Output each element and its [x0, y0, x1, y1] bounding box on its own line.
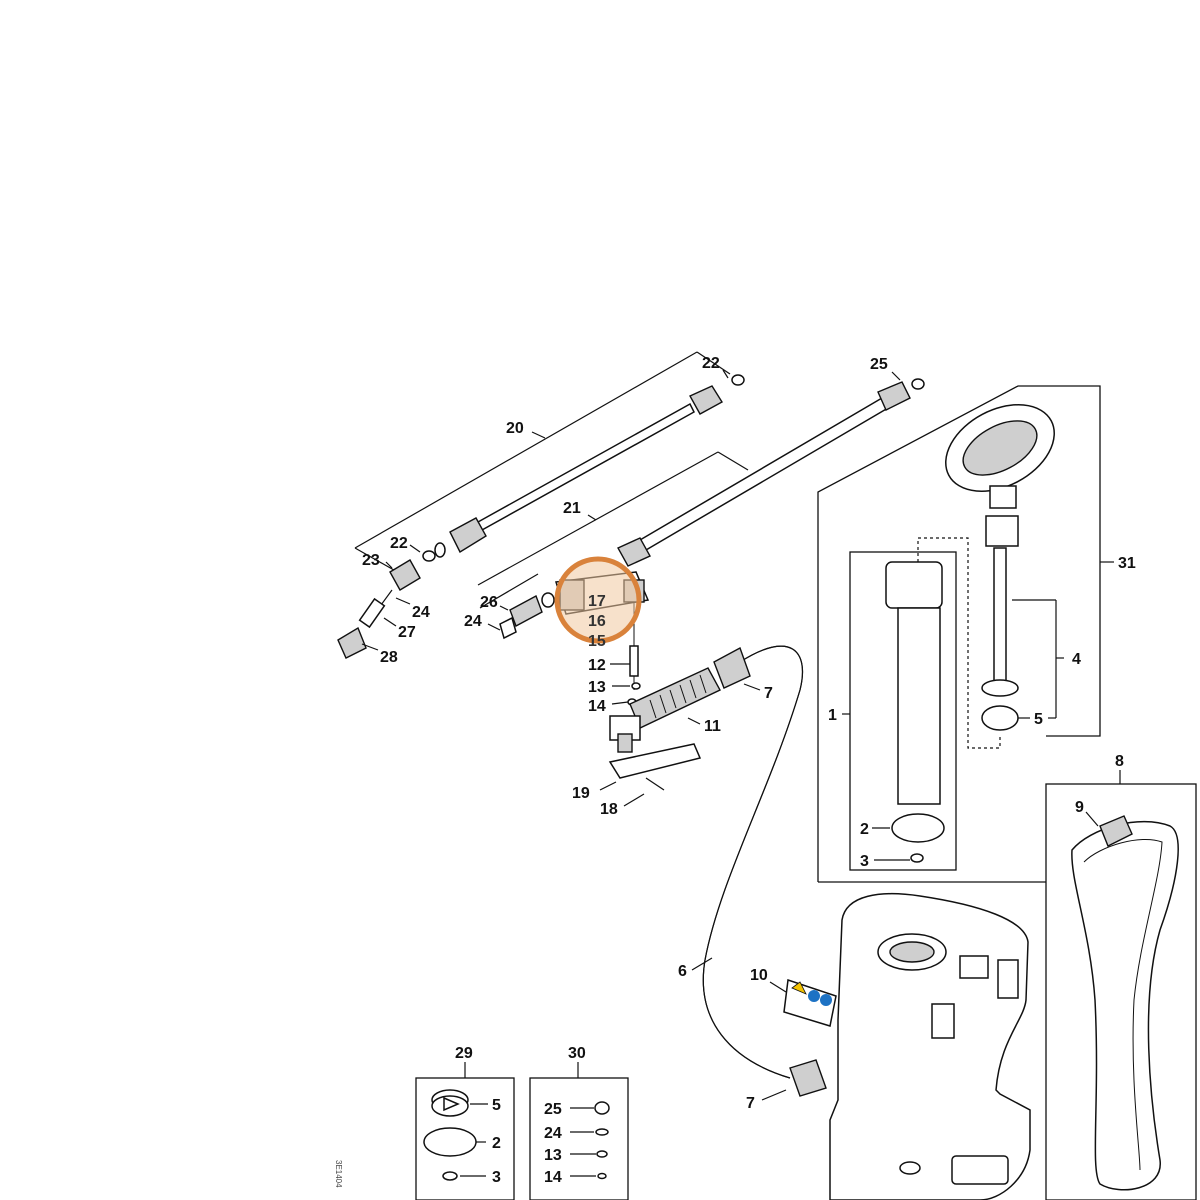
side-reference-text: 3E1404 — [334, 1160, 343, 1188]
pump-cylinder-1[interactable] — [885, 561, 945, 863]
callout-12: 12 — [588, 657, 606, 674]
callout-31: 31 — [1118, 555, 1136, 572]
callout-8: 8 — [1115, 753, 1124, 770]
lance-21[interactable] — [477, 378, 925, 586]
callout-20: 20 — [506, 420, 524, 437]
kit30-item-2: 13 — [544, 1147, 562, 1164]
callout-18: 18 — [600, 801, 618, 818]
kit30-item-3: 14 — [544, 1169, 562, 1186]
callout-21: 21 — [563, 500, 581, 517]
callout-19: 19 — [572, 785, 590, 802]
callout-labels: 22 25 20 21 22 23 24 27 28 26 24 17 16 1… — [334, 355, 1136, 1188]
callout-24a: 24 — [412, 604, 430, 621]
callout-25: 25 — [870, 356, 888, 373]
callout-27: 27 — [398, 624, 416, 641]
callout-2a: 2 — [860, 821, 869, 838]
callout-11: 11 — [704, 718, 721, 735]
lance-20[interactable] — [354, 351, 745, 579]
highlight-circle — [554, 556, 642, 644]
callout-7b: 7 — [746, 1095, 755, 1112]
callout-16: 16 — [588, 613, 606, 630]
kit30-item-0: 25 — [544, 1101, 562, 1118]
warning-label-10 — [783, 978, 837, 1027]
callout-29: 29 — [455, 1045, 473, 1062]
nozzle-assembly[interactable] — [337, 559, 421, 659]
kit29-item-0: 5 — [492, 1097, 501, 1114]
callout-3a: 3 — [860, 853, 869, 870]
shoulder-strap[interactable] — [1071, 815, 1179, 1191]
callout-24b: 24 — [464, 613, 482, 630]
callout-23: 23 — [362, 552, 380, 569]
callout-26: 26 — [480, 594, 498, 611]
callout-5a: 5 — [1034, 711, 1043, 728]
kit30-item-1: 24 — [544, 1125, 562, 1142]
hose-6[interactable] — [702, 645, 827, 1097]
callout-17: 17 — [588, 593, 606, 610]
callout-1: 1 — [828, 707, 837, 724]
callout-7a: 7 — [764, 685, 773, 702]
callout-10: 10 — [750, 967, 768, 984]
callout-14: 14 — [588, 698, 606, 715]
callout-4: 4 — [1072, 651, 1081, 668]
callout-30: 30 — [568, 1045, 586, 1062]
kit-29-parts[interactable] — [423, 1089, 477, 1181]
callout-13: 13 — [588, 679, 606, 696]
tank[interactable] — [829, 892, 1031, 1200]
callout-9: 9 — [1075, 799, 1084, 816]
kit29-item-2: 3 — [492, 1169, 501, 1186]
leader-lines — [361, 369, 1121, 1177]
callout-15: 15 — [588, 633, 606, 650]
kit29-item-1: 2 — [492, 1135, 501, 1152]
callout-22b: 22 — [390, 535, 408, 552]
callout-22a: 22 — [702, 355, 720, 372]
kit-30-parts[interactable] — [594, 1101, 610, 1180]
callout-6: 6 — [678, 963, 687, 980]
piston-rod-4[interactable] — [981, 547, 1019, 731]
callout-28: 28 — [380, 649, 398, 666]
pump-handle[interactable] — [931, 387, 1069, 547]
